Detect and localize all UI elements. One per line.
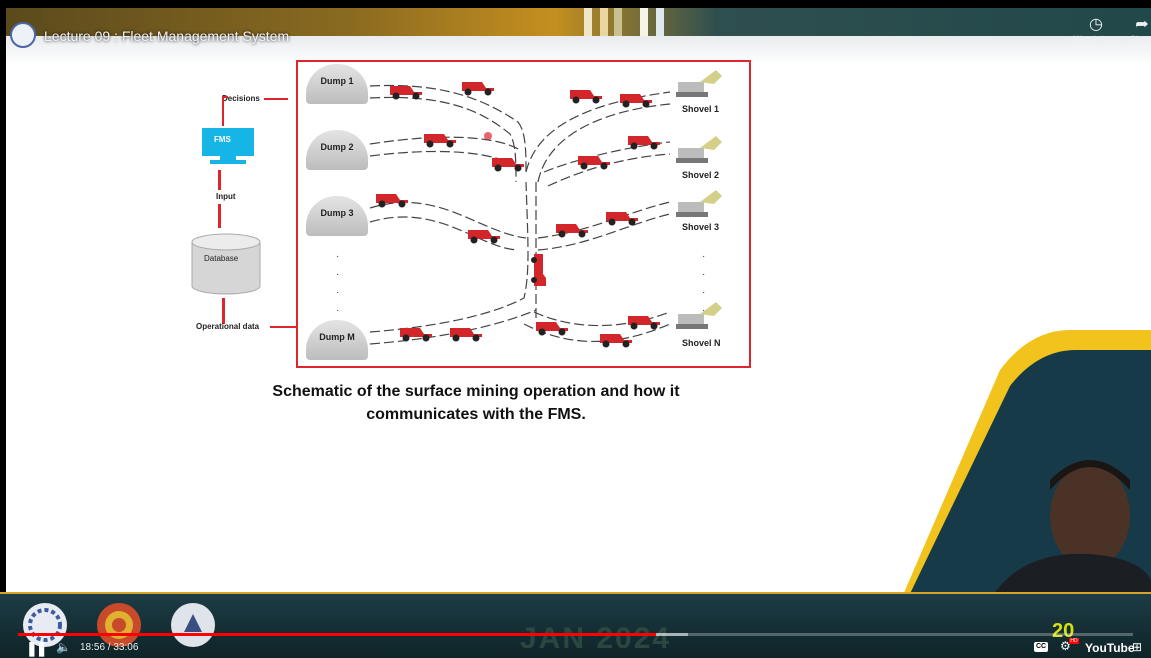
mining-schematic: Dump 1 Dump 2 Dump 3 Dump M ···· Shovel … [296,60,751,368]
shovel-n: Shovel N [682,338,721,348]
dump-2: Dump 2 [306,130,368,170]
shovel-ellipsis: ···· [702,251,706,316]
dump-3: Dump 3 [306,196,368,236]
month-watermark: JAN 2024 [520,622,672,655]
database-icon [191,233,261,295]
fullscreen-icon: ⊞ [1132,640,1143,654]
decisions-label: Decisions [222,94,260,103]
captions-button[interactable]: CC [1034,642,1048,652]
haul-truck-icon [536,322,568,336]
video-title-bar: Lecture 09 : Fleet Management System ◷ W… [0,0,1151,60]
haul-truck-icon [468,230,500,244]
progress-played [18,633,656,636]
gear-icon: ⚙ [1060,639,1071,653]
youtube-logo-button[interactable]: YouTube [1085,641,1135,655]
dump-m: Dump M [306,320,368,360]
shovel-2: Shovel 2 [682,170,720,180]
haul-truck-icon [628,316,660,330]
decisions-arrow [264,98,288,100]
institute-logo [171,603,215,647]
haul-truck-icon [531,254,546,286]
presenter-video [990,460,1151,600]
pause-button[interactable]: ❚❚ [26,640,48,656]
haul-truck-icon [390,86,422,100]
speaker-muted-icon: 🔈 [56,640,71,654]
haul-truck-icon [556,224,588,238]
settings-button[interactable]: ⚙ [1060,639,1071,653]
clock-icon: ◷ [1089,16,1103,33]
shovel-1: Shovel 1 [682,104,720,114]
cursor-dot [484,132,492,140]
share-icon: ➦ [1135,16,1149,33]
mute-button[interactable]: 🔈 [56,640,71,654]
fms-label: FMS [214,135,231,144]
institute-logo [97,603,141,647]
haul-truck-icon [628,136,660,150]
input-arrow [218,170,221,190]
shovel-icon [676,302,722,329]
time-display: 18:56 / 33:06 [80,642,139,653]
haul-truck-icon [606,212,638,226]
slide-caption: Schematic of the surface mining operatio… [196,380,756,426]
haul-truck-icon [462,82,494,96]
shovel-3: Shovel 3 [682,222,720,232]
haul-truck-icon [376,194,408,208]
caption-line-1: Schematic of the surface mining operatio… [272,383,680,400]
database-label: Database [204,254,239,263]
channel-avatar[interactable] [10,22,36,48]
operational-data-label: Operational data [196,322,260,331]
haul-truck-icon [578,156,610,170]
hd-badge: HD [1069,638,1079,644]
input-label: Input [216,192,236,201]
shovel-icon [676,70,722,97]
haul-truck-icon [600,334,632,348]
haul-truck-icon [620,94,652,108]
share-button[interactable]: ➦ Share [1118,16,1151,44]
slide-header-band [6,8,1151,36]
dump-1: Dump 1 [306,64,368,104]
shovel-icon [676,136,722,163]
counter-watermark: 20 [1052,620,1075,642]
haul-truck-icon [400,328,432,342]
operational-data-arrow [222,298,225,324]
video-title[interactable]: Lecture 09 : Fleet Management System [44,28,290,44]
exit-fullscreen-button[interactable]: ⊞ [1132,640,1142,654]
shovel-icon [676,190,722,217]
haul-truck-icon [570,90,602,104]
caption-line-2: communicates with the FMS. [366,406,586,423]
computer-icon [202,128,254,164]
haul-truck-icon [424,134,456,148]
dump-ellipsis: ···· [336,251,340,316]
watch-later-button[interactable]: ◷ Watch later [1073,16,1119,44]
institute-logo [23,603,67,647]
haul-truck-icon [450,328,482,342]
haul-truck-icon [492,158,524,172]
lecture-slide: Dump 1 Dump 2 Dump 3 Dump M ···· Shovel … [6,8,1151,638]
